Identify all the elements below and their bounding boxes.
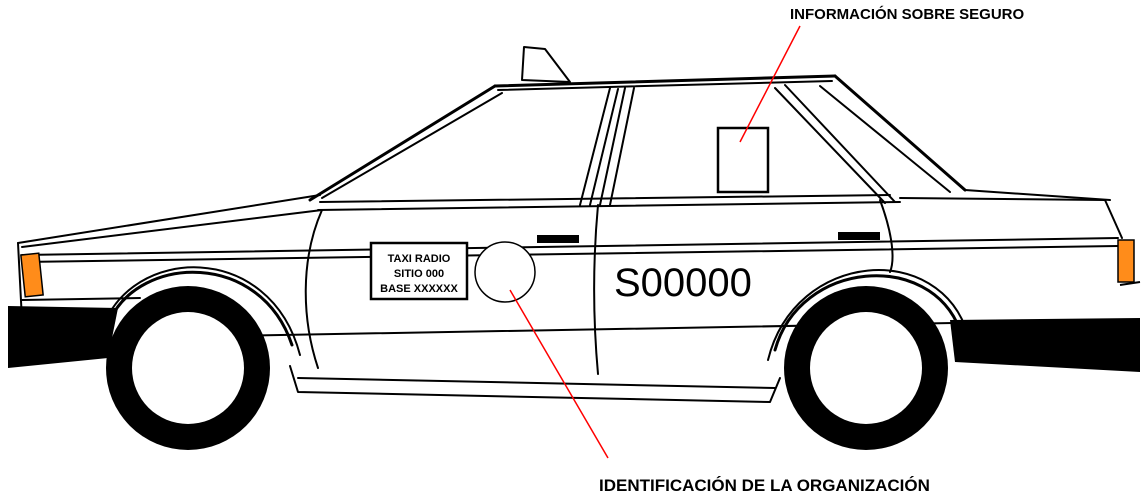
trunk: [899, 197, 1123, 239]
rocker-panel: [289, 365, 781, 403]
window-pillar: [579, 87, 611, 206]
organization-id-label: IDENTIFICACIÓN DE LA ORGANIZACIÓN: [599, 476, 930, 495]
belt-line: [317, 201, 901, 211]
door-sign-line-2: SITIO 000: [394, 268, 444, 280]
door-sign-line-1: TAXI RADIO: [388, 253, 451, 265]
rear-bumper: [950, 318, 1140, 372]
insurance-sticker: [716, 126, 770, 194]
vehicle-number: S00000: [614, 261, 752, 305]
rear-window: [833, 74, 967, 192]
hood: [17, 194, 321, 244]
rear-door-edge: [593, 204, 599, 375]
insurance-callout-line: [739, 25, 801, 143]
front-door-handle: [537, 235, 579, 243]
windshield: [308, 84, 497, 202]
front-door-edge: [304, 209, 323, 369]
front-signal-light: [20, 252, 44, 298]
rear-wheel: [784, 286, 948, 450]
organization-callout-line: [509, 289, 609, 459]
door-sign: [369, 241, 469, 301]
roof-sign: [521, 46, 571, 83]
roof-line: [493, 74, 837, 88]
insurance-info-label: INFORMACIÓN SOBRE SEGURO: [790, 6, 1025, 23]
body-line: [21, 245, 1119, 263]
rear-door-handle: [838, 232, 880, 240]
front-bumper: [8, 306, 118, 368]
door-sign-line-3: BASE XXXXXX: [380, 283, 458, 295]
front-wheel-arch: [108, 270, 294, 347]
rear-tail-light: [1117, 239, 1135, 283]
rear-wheel-arch: [773, 274, 962, 352]
front-wheel: [106, 286, 270, 450]
organization-emblem: [474, 241, 536, 303]
